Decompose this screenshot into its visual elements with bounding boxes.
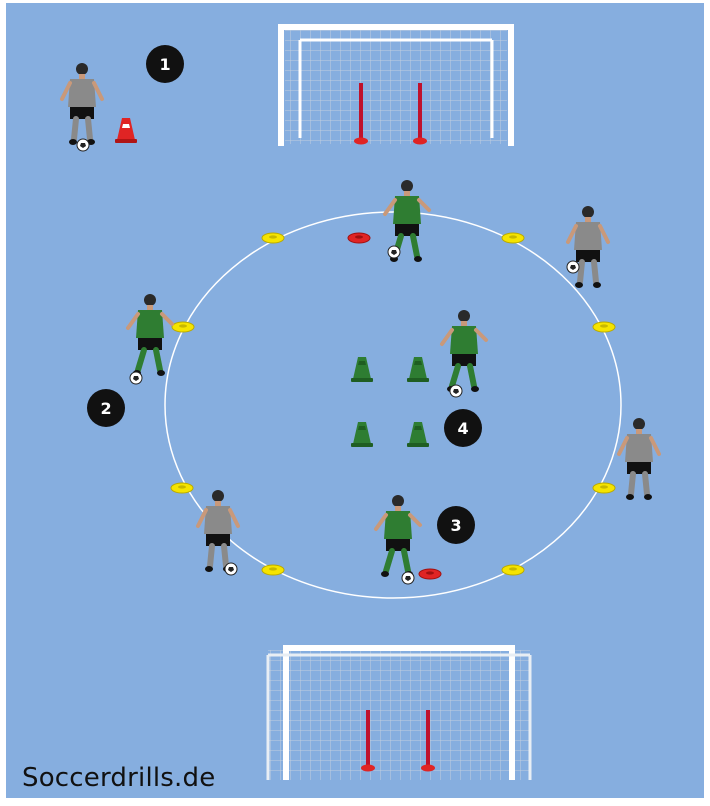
station-badge-2: 2: [87, 389, 125, 427]
ball: [387, 245, 401, 259]
disc-yellow: [592, 482, 616, 494]
station-label-3: 3: [450, 516, 461, 535]
station-label-1: 1: [159, 55, 170, 74]
station-badge-3: 3: [437, 506, 475, 544]
disc-red: [418, 568, 442, 580]
ball: [76, 138, 90, 152]
ball: [566, 260, 580, 274]
drill-circle: [164, 211, 622, 599]
pole-bottom-left: [361, 710, 375, 772]
disc-yellow: [501, 232, 525, 244]
pole-top-left: [354, 83, 368, 145]
disc-yellow: [261, 564, 285, 576]
disc-yellow: [592, 321, 616, 333]
bottom-goal: [266, 645, 532, 780]
ball: [449, 384, 463, 398]
watermark: Soccerdrills.de: [22, 763, 216, 793]
ball: [129, 371, 143, 385]
station-badge-4: 4: [444, 409, 482, 447]
pole-top-right: [413, 83, 427, 145]
pole-bottom-right: [421, 710, 435, 772]
station-label-4: 4: [457, 419, 468, 438]
disc-yellow: [171, 321, 195, 333]
ball: [401, 571, 415, 585]
ball: [224, 562, 238, 576]
cone-red: [115, 118, 137, 143]
disc-yellow: [261, 232, 285, 244]
disc-yellow: [501, 564, 525, 576]
station-label-2: 2: [100, 399, 111, 418]
disc-yellow: [170, 482, 194, 494]
station-badge-1: 1: [146, 45, 184, 83]
top-goal: [278, 24, 514, 146]
disc-red: [347, 232, 371, 244]
